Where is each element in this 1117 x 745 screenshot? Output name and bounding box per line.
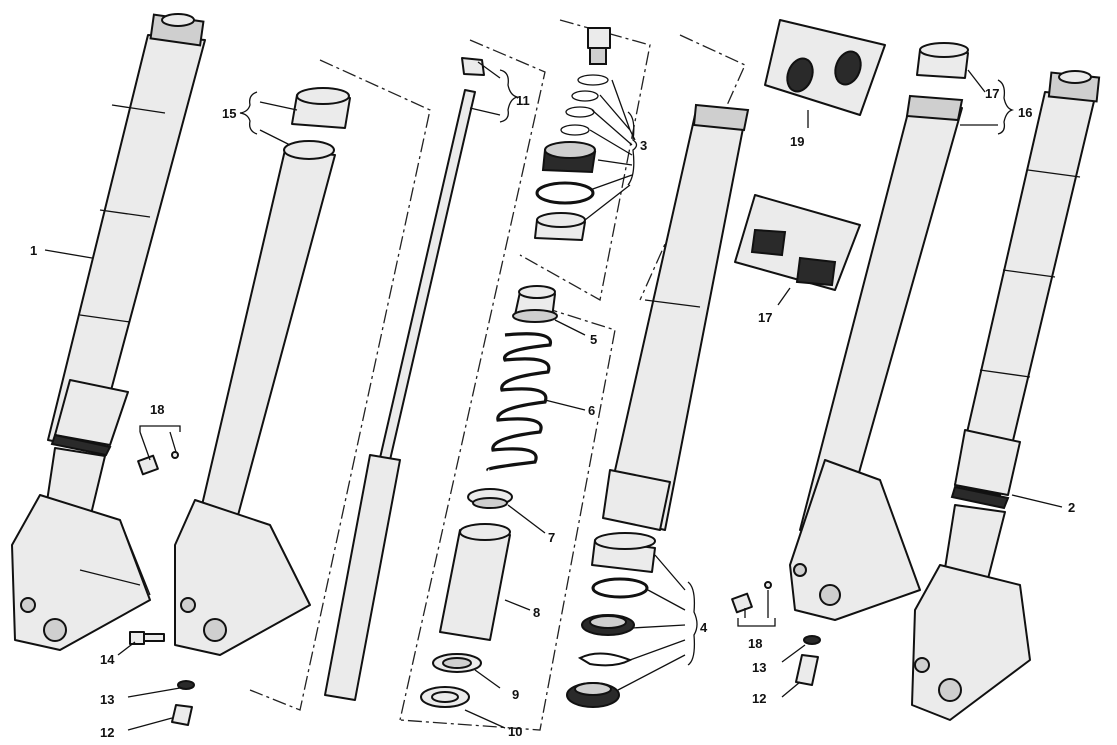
callout-19: 19 (790, 134, 804, 149)
fork-leg-right-assembled (911, 70, 1101, 721)
leader-lines (44, 61, 1063, 731)
inner-tube-left (174, 140, 336, 656)
callout-2: 2 (1068, 500, 1075, 515)
callout-labels: 1 2 3 4 5 6 7 8 9 10 11 12 12 13 13 14 1… (30, 86, 1075, 740)
inner-tube-right (789, 94, 964, 621)
screw-part-12-left (171, 704, 193, 726)
bleed-screw-left (137, 451, 179, 476)
spring-part-6 (486, 332, 552, 472)
callout-13-right: 13 (752, 660, 766, 675)
outer-tube-right (602, 103, 750, 531)
fork-leg-left-assembled (11, 13, 206, 651)
seal-stack-part-3 (534, 27, 611, 241)
damper-rod (324, 57, 485, 701)
bushing-part-15 (291, 87, 351, 129)
spring-seat-part-5 (512, 285, 558, 323)
callout-18-left: 18 (150, 402, 164, 417)
callout-18-right: 18 (748, 636, 762, 651)
callout-10: 10 (508, 724, 522, 739)
callout-12-left: 12 (100, 725, 114, 740)
bushing-right-top (916, 42, 969, 79)
washers-part-9-10 (420, 653, 482, 708)
seal-kit-part-4 (566, 532, 656, 708)
bleed-screw-right (731, 581, 772, 614)
callout-13-left: 13 (100, 692, 114, 707)
callout-15: 15 (222, 106, 236, 121)
callout-1: 1 (30, 243, 37, 258)
callout-3: 3 (640, 138, 647, 153)
callout-5: 5 (590, 332, 597, 347)
callout-16: 16 (1018, 105, 1032, 120)
washer-part-13-left (177, 680, 195, 690)
washer-part-13-right (803, 635, 821, 645)
callout-11: 11 (516, 93, 530, 108)
callout-7: 7 (548, 530, 555, 545)
bushing-pack-part-19 (764, 19, 886, 116)
screw-part-12-right (795, 654, 819, 686)
callout-4: 4 (700, 620, 708, 635)
callout-12-right: 12 (752, 691, 766, 706)
callout-17-top: 17 (985, 86, 999, 101)
callout-6: 6 (588, 403, 595, 418)
callout-9: 9 (512, 687, 519, 702)
callout-8: 8 (533, 605, 540, 620)
sleeve-part-8 (439, 523, 511, 641)
callout-17-mid: 17 (758, 310, 772, 325)
screw-part-14 (129, 631, 165, 645)
bushing-part-7 (467, 488, 513, 509)
bushing-pack-part-17 (734, 194, 861, 291)
callout-14: 14 (100, 652, 115, 667)
